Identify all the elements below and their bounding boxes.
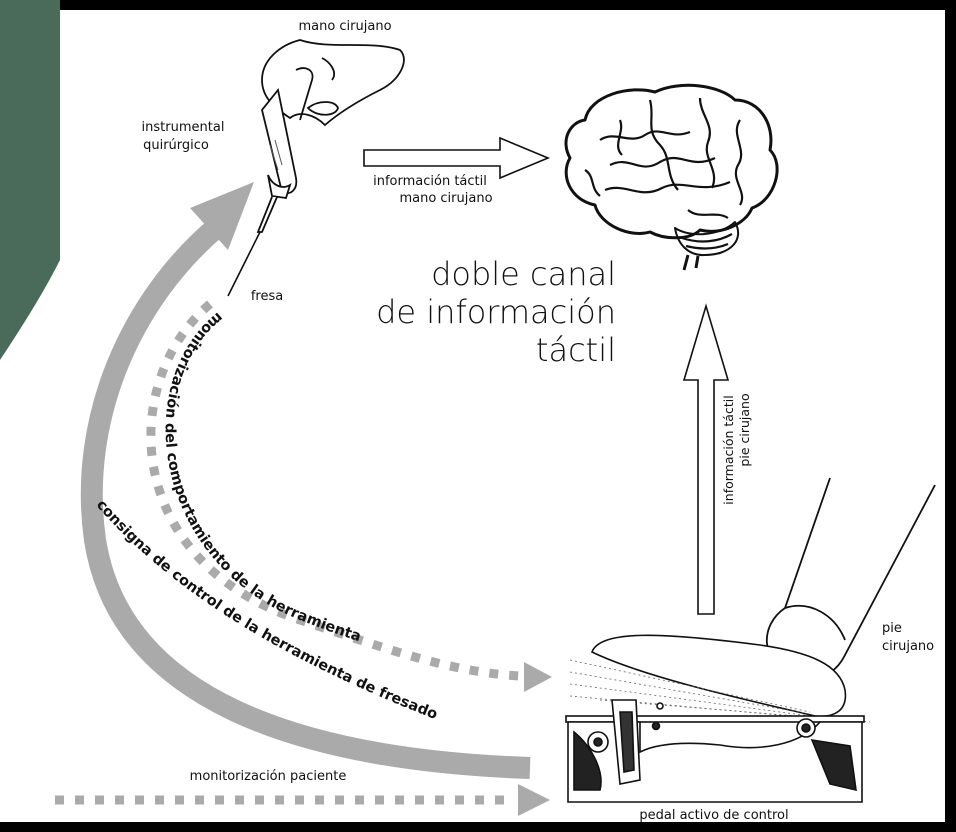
label-pedal: pedal activo de control <box>639 808 788 823</box>
label-patient-monitoring: monitorización paciente <box>190 769 347 784</box>
label-tactile-hand-1: información táctil <box>373 174 487 189</box>
label-tactile-hand-2: mano cirujano <box>399 191 492 206</box>
label-hand: mano cirujano <box>298 19 391 34</box>
label-instrument-1: instrumental <box>142 120 225 135</box>
label-foot-1: pie <box>882 621 902 636</box>
label-bur: fresa <box>251 289 283 304</box>
title-line-2: de información <box>376 293 616 331</box>
label-tactile-foot-2: pie cirujano <box>737 393 752 466</box>
label-foot-2: cirujano <box>882 639 934 654</box>
title-line-3: táctil <box>536 331 616 369</box>
label-tactile-foot-1: información táctil <box>721 395 736 504</box>
label-instrument-2: quirúrgico <box>143 138 209 153</box>
title-line-1: doble canal <box>431 255 616 293</box>
